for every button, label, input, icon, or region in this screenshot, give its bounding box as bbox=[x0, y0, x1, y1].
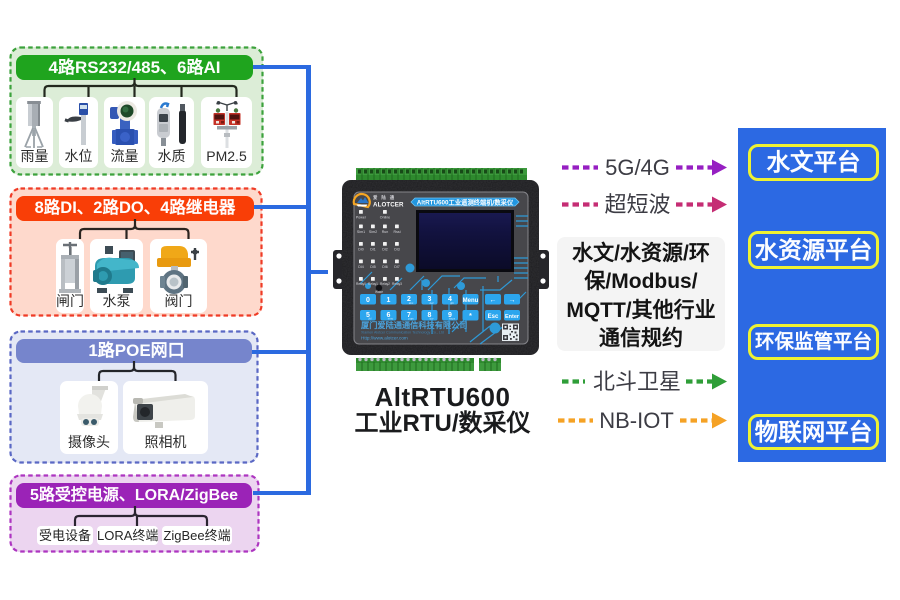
svg-text:Wake: Wake bbox=[375, 290, 383, 294]
svg-text:AltRTU600工业遥测终端机/数采仪: AltRTU600工业遥测终端机/数采仪 bbox=[417, 197, 514, 206]
svg-text:Esc: Esc bbox=[488, 314, 499, 320]
svg-text:DI2: DI2 bbox=[382, 248, 388, 252]
svg-text:tuv: tuv bbox=[430, 317, 434, 321]
svg-text:Enter: Enter bbox=[505, 314, 520, 320]
svg-text:8: 8 bbox=[428, 312, 432, 319]
svg-text:ghi: ghi bbox=[450, 301, 454, 305]
svg-text:2: 2 bbox=[407, 296, 411, 303]
svg-text:mno: mno bbox=[388, 317, 394, 321]
svg-text:DI7: DI7 bbox=[394, 265, 400, 269]
svg-text:←: ← bbox=[490, 297, 497, 304]
svg-text:DI6: DI6 bbox=[382, 265, 388, 269]
svg-text:厦门爱陆通通信科技有限公司: 厦门爱陆通通信科技有限公司 bbox=[361, 320, 467, 330]
svg-text:DI0: DI0 bbox=[358, 248, 364, 252]
svg-text:Relay0: Relay0 bbox=[356, 282, 366, 286]
svg-text:Menu: Menu bbox=[463, 298, 479, 304]
svg-text:DI1: DI1 bbox=[370, 248, 376, 252]
svg-text:DI5: DI5 bbox=[370, 265, 376, 269]
svg-text:6: 6 bbox=[387, 312, 391, 319]
svg-text:Rssi: Rssi bbox=[394, 230, 401, 234]
svg-text:Relay2: Relay2 bbox=[380, 282, 390, 286]
svg-text:pqrs: pqrs bbox=[408, 317, 414, 321]
svg-text:Relay1: Relay1 bbox=[368, 282, 378, 286]
svg-text:ALOTCER: ALOTCER bbox=[373, 202, 404, 209]
svg-text:Sim1: Sim1 bbox=[357, 230, 365, 234]
svg-text:9: 9 bbox=[448, 312, 452, 319]
svg-text:Power: Power bbox=[356, 216, 367, 220]
svg-text:Http://www.alotcer.com: Http://www.alotcer.com bbox=[361, 336, 408, 341]
svg-text:Sim2: Sim2 bbox=[369, 230, 377, 234]
svg-text:Online: Online bbox=[380, 216, 390, 220]
svg-text:abc: abc bbox=[409, 301, 414, 305]
svg-text:1: 1 bbox=[387, 297, 391, 304]
svg-text:*: * bbox=[469, 313, 472, 320]
svg-text:5: 5 bbox=[366, 312, 370, 319]
svg-text:爱陆通: 爱陆通 bbox=[373, 194, 398, 201]
svg-text:→: → bbox=[509, 297, 516, 304]
svg-text:Run: Run bbox=[382, 230, 389, 234]
svg-text:3: 3 bbox=[428, 296, 432, 303]
svg-text:jkl: jkl bbox=[368, 317, 372, 321]
svg-text:def: def bbox=[430, 301, 434, 305]
svg-text:0: 0 bbox=[366, 297, 370, 304]
svg-text:Relay3: Relay3 bbox=[392, 282, 402, 286]
svg-text:DI4: DI4 bbox=[358, 265, 364, 269]
svg-text:wxyz: wxyz bbox=[449, 317, 456, 321]
svg-text:7: 7 bbox=[407, 312, 411, 319]
svg-text:4: 4 bbox=[448, 296, 452, 303]
svg-text:Xiamen Alotcer Communication T: Xiamen Alotcer Communication Technology … bbox=[361, 331, 444, 335]
svg-text:DI3: DI3 bbox=[394, 248, 400, 252]
